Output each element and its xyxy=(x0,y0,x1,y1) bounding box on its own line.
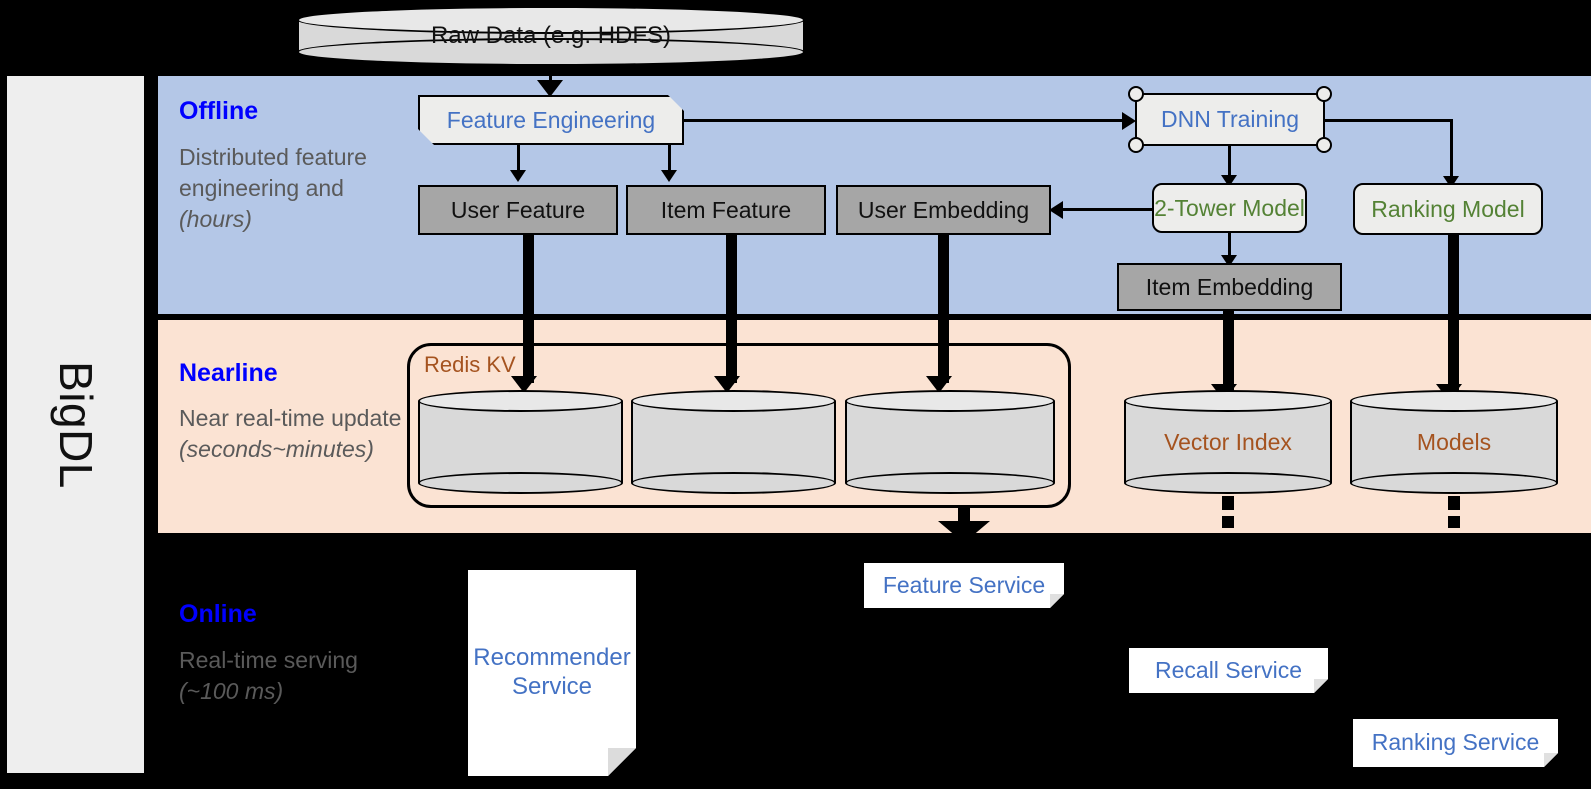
item-embedding-label: Item Embedding xyxy=(1145,273,1314,300)
dash-stub-models xyxy=(1448,496,1460,510)
two-tower-model-label: 2-Tower Model xyxy=(1154,194,1305,221)
dnn-training-body: DNN Training xyxy=(1135,93,1325,146)
ranking-model-label: Ranking Model xyxy=(1371,195,1525,222)
raw-data-cylinder: Raw Data (e.g. HDFS) xyxy=(297,6,805,66)
bigdl-sidebar: BigDL xyxy=(7,76,144,773)
item-embedding-node[interactable]: Item Embedding xyxy=(1117,263,1342,311)
connector-twotower-userembedding xyxy=(1063,208,1153,211)
bigdl-label: BigDL xyxy=(49,360,102,489)
arrowhead-fe-userfeature xyxy=(510,170,526,182)
kv-cylinder-item-feature xyxy=(631,390,836,494)
user-embedding-label: User Embedding xyxy=(857,196,1030,223)
user-embedding-node[interactable]: User Embedding xyxy=(836,185,1051,235)
recall-service-label: Recall Service xyxy=(1155,656,1302,683)
page-fold-icon xyxy=(1544,753,1558,767)
redis-kv-container xyxy=(407,343,1071,508)
cylinder-body xyxy=(1350,401,1558,483)
nearline-layer-description: Near real-time update (seconds~minutes) xyxy=(179,405,402,462)
online-layer-description: Real-time serving (~100 ms) xyxy=(179,647,358,704)
page-fold-icon xyxy=(608,748,636,776)
item-feature-node[interactable]: Item Feature xyxy=(626,185,826,235)
card-corner-nub xyxy=(1316,137,1332,153)
ranking-model-node[interactable]: Ranking Model xyxy=(1353,183,1543,235)
cylinder-top xyxy=(845,390,1055,412)
cylinder-top xyxy=(418,390,623,412)
item-feature-label: Item Feature xyxy=(660,196,792,223)
two-tower-model-node[interactable]: 2-Tower Model xyxy=(1152,183,1307,233)
card-corner-nub xyxy=(1316,86,1332,102)
vector-index-label: Vector Index xyxy=(1164,428,1292,455)
cylinder-bottom xyxy=(1350,472,1558,494)
cylinder-top xyxy=(297,6,805,34)
connector-twotower-itemembedding xyxy=(1228,233,1231,261)
feature-engineering-label: Feature Engineering xyxy=(446,106,656,133)
cylinder-bottom xyxy=(845,472,1055,494)
nearline-layer-title: Nearline xyxy=(179,359,278,387)
connector-dnn-ranking-v xyxy=(1450,119,1453,181)
page-fold-icon xyxy=(1050,594,1064,608)
dash-stub-feature-service xyxy=(958,508,970,522)
redis-kv-label: Redis KV xyxy=(424,352,516,377)
online-layer-title: Online xyxy=(179,600,257,628)
kv-cylinder-user-feature xyxy=(418,390,623,494)
pipe-userfeature-kv xyxy=(523,235,534,383)
recommender-service-label: Recommender Service xyxy=(473,644,631,700)
pipe-userembedding-kv xyxy=(938,235,949,383)
feature-service-node[interactable]: Feature Service xyxy=(864,563,1064,608)
cylinder-body xyxy=(1124,401,1332,483)
ranking-service-label: Ranking Service xyxy=(1371,729,1540,756)
cylinder-bottom xyxy=(418,472,623,494)
cylinder-top xyxy=(1350,390,1558,412)
recall-service-node[interactable]: Recall Service xyxy=(1129,648,1328,693)
pipe-rankingmodel-models xyxy=(1448,235,1459,391)
arrowhead-fe-dnn xyxy=(1122,112,1136,130)
raw-data-label: Raw Data (e.g. HDFS) xyxy=(430,22,672,49)
pipe-itemfeature-kv xyxy=(726,235,737,383)
offline-layer-title: Offline xyxy=(179,97,259,125)
dash-stub-models xyxy=(1448,516,1460,528)
user-feature-node[interactable]: User Feature xyxy=(418,185,618,235)
card-corner-nub xyxy=(1128,137,1144,153)
offline-layer-description: Distributed feature engineering and (hou… xyxy=(179,144,367,232)
models-label: Models xyxy=(1416,428,1492,455)
dnn-training-node[interactable]: DNN Training xyxy=(1128,86,1332,153)
dash-stub-vector-index xyxy=(1222,516,1234,528)
models-cylinder: Models xyxy=(1350,390,1558,494)
kv-cylinder-user-embedding xyxy=(845,390,1055,494)
cylinder-bottom xyxy=(631,472,836,494)
connector-rawdata-fe xyxy=(549,66,552,86)
cylinder-bottom xyxy=(1124,472,1332,494)
dash-stub-vector-index xyxy=(1222,496,1234,510)
feature-engineering-node[interactable]: Feature Engineering xyxy=(418,95,684,145)
cylinder-body xyxy=(631,401,836,483)
arrowhead-twotower-userembedding xyxy=(1049,201,1063,219)
arrowhead-fe-itemfeature xyxy=(661,170,677,182)
pipe-itemembedding-vectorindex xyxy=(1223,311,1234,391)
user-feature-label: User Feature xyxy=(450,196,586,223)
feature-service-label: Feature Service xyxy=(882,571,1046,598)
cylinder-top xyxy=(1124,390,1332,412)
vector-index-cylinder: Vector Index xyxy=(1124,390,1332,494)
recommender-service-node[interactable]: Recommender Service xyxy=(468,570,636,776)
connector-fe-userfeature xyxy=(517,145,520,173)
arrowhead-userfeature-kv xyxy=(511,376,537,393)
arrowhead-userembedding-kv xyxy=(926,376,952,393)
cylinder-body xyxy=(845,401,1055,483)
connector-fe-itemfeature xyxy=(668,145,671,173)
card-corner-nub xyxy=(1128,86,1144,102)
connector-fe-dnn xyxy=(684,119,1125,122)
cylinder-top xyxy=(631,390,836,412)
connector-dnn-ranking-h xyxy=(1325,119,1453,122)
cylinder-body xyxy=(418,401,623,483)
ranking-service-node[interactable]: Ranking Service xyxy=(1353,719,1558,767)
page-fold-icon xyxy=(1314,679,1328,693)
connector-dnn-twotower xyxy=(1228,146,1231,181)
arrowhead-kv-featureservice xyxy=(938,521,990,543)
arrowhead-itemfeature-kv xyxy=(714,376,740,393)
dnn-training-label: DNN Training xyxy=(1160,106,1300,132)
arrowhead-rawdata-fe xyxy=(537,80,563,97)
cylinder-bottom xyxy=(297,38,805,66)
